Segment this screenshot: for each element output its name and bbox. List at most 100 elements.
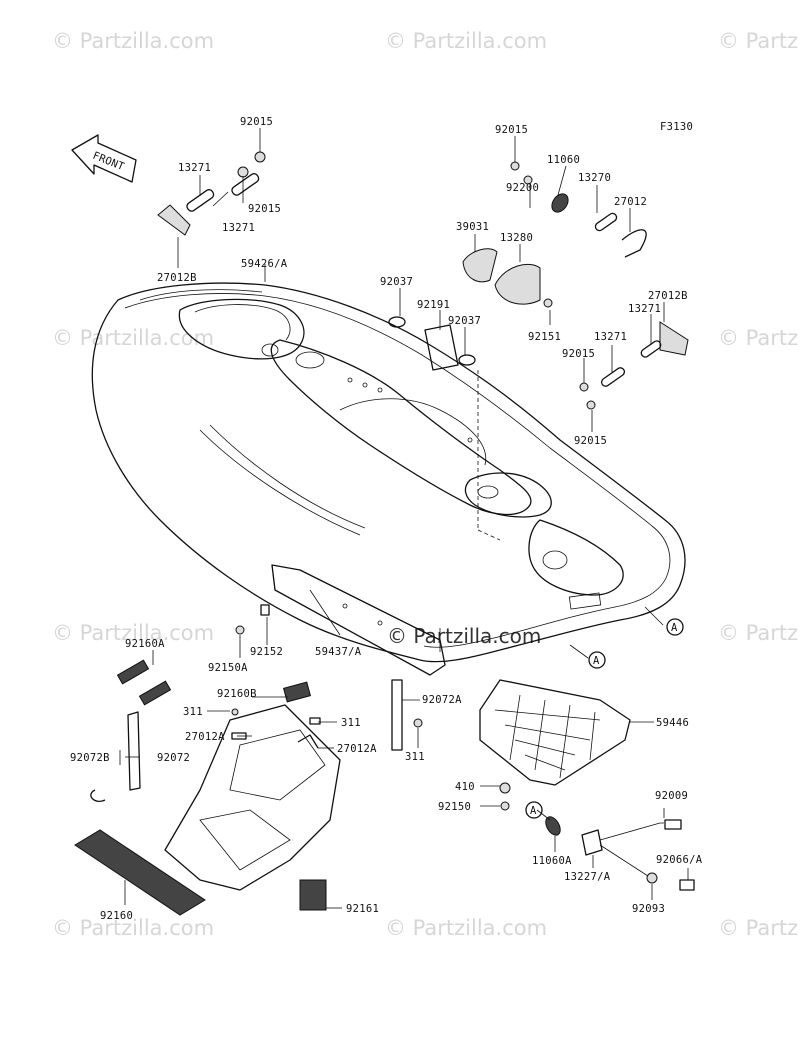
watermark-group: © Partzilla.com © Partzilla.com © Partzi…	[52, 29, 800, 940]
part-label: 11060A	[532, 855, 572, 867]
part-label: 92200	[506, 182, 539, 194]
vent-cover-icon	[462, 248, 498, 283]
part-label: 92015	[240, 116, 273, 128]
nut-icon	[413, 718, 423, 728]
part-label: 59437/A	[315, 646, 362, 658]
part-label: 39031	[456, 221, 489, 233]
part-label: 92150A	[208, 662, 248, 674]
clip-icon	[309, 717, 321, 725]
part-label: 13270	[578, 172, 611, 184]
label-sticker-icon	[299, 879, 327, 911]
plate-icon	[600, 367, 626, 387]
part-labels: 92015 13271 92015 13271 27012B 59426/A 9…	[70, 116, 702, 922]
cap-icon	[551, 193, 569, 213]
reference-markers: A A A	[525, 618, 684, 819]
part-label: 13227/A	[564, 871, 611, 883]
bolt-icon	[500, 801, 510, 811]
label-sticker-icon	[138, 680, 172, 706]
part-label: 311	[183, 706, 203, 718]
watermark: © Partzilla.com	[385, 916, 547, 940]
fitting-icon	[581, 829, 603, 856]
label-sticker-icon	[282, 681, 312, 703]
screw-icon	[543, 298, 553, 308]
leader-lines	[119, 128, 689, 909]
fasteners	[74, 151, 695, 916]
part-label: 92015	[574, 435, 607, 447]
nut-icon	[579, 382, 589, 392]
part-label: 92037	[448, 315, 481, 327]
collar-icon	[260, 604, 270, 616]
clamp-icon	[458, 354, 476, 366]
figure-code: F3130	[660, 121, 693, 133]
hose-icon	[424, 324, 459, 371]
part-label: 27012A	[337, 743, 377, 755]
hull-deck	[91, 282, 686, 663]
part-label: 92037	[380, 276, 413, 288]
part-label: 92015	[248, 203, 281, 215]
cover-icon	[659, 321, 689, 356]
storage-tray	[164, 704, 341, 891]
screw-icon	[679, 879, 695, 891]
watermark: © Partzilla.com	[718, 326, 800, 350]
part-label: 27012B	[157, 272, 197, 284]
plate-icon	[186, 189, 215, 212]
nut-icon	[510, 161, 520, 171]
watermark: © Partzilla.com	[718, 29, 800, 53]
hook-icon	[621, 229, 647, 258]
part-label: 92161	[346, 903, 379, 915]
reference-marker-label: A	[671, 622, 678, 634]
nut-icon	[586, 400, 596, 410]
part-label: 311	[341, 717, 361, 729]
center-watermark: © Partzilla.com	[387, 624, 541, 648]
reference-marker-label: A	[530, 805, 537, 817]
reference-marker	[525, 801, 543, 819]
part-label: 27012	[614, 196, 647, 208]
part-label: 92009	[655, 790, 688, 802]
washer-icon	[499, 782, 511, 794]
watermark: © Partzilla.com	[718, 916, 800, 940]
watermark: © Partzilla.com	[718, 621, 800, 645]
nut-icon	[231, 708, 239, 716]
cap-icon	[545, 816, 561, 836]
clamp-icon	[388, 316, 406, 328]
nut-icon	[237, 166, 249, 178]
strap-icon	[391, 679, 403, 751]
part-label: 92072	[157, 752, 190, 764]
clip-icon	[90, 789, 106, 802]
part-label: 92015	[562, 348, 595, 360]
watermark: © Partzilla.com	[52, 326, 214, 350]
part-label: 27012A	[185, 731, 225, 743]
part-label: 13280	[500, 232, 533, 244]
washer-icon	[523, 175, 533, 185]
part-label: 410	[455, 781, 475, 793]
part-label: 59426/A	[241, 258, 288, 270]
intake-grate	[479, 679, 631, 786]
part-label: 27012B	[648, 290, 688, 302]
part-label: 92072A	[422, 694, 462, 706]
part-label: 92191	[417, 299, 450, 311]
label-sticker-icon	[74, 829, 206, 916]
part-label: 92015	[495, 124, 528, 136]
part-label: 59446	[656, 717, 689, 729]
washer-icon	[646, 872, 658, 884]
watermark: © Partzilla.com	[52, 916, 214, 940]
part-label: 92152	[250, 646, 283, 658]
watermark: © Partzilla.com	[385, 29, 547, 53]
plate-icon	[594, 212, 618, 232]
bolt-icon	[664, 819, 682, 830]
part-label: 13271	[628, 303, 661, 315]
part-label: 92160A	[125, 638, 165, 650]
part-label: 13271	[222, 222, 255, 234]
part-label: 92093	[632, 903, 665, 915]
part-label: 92150	[438, 801, 471, 813]
part-label: 92151	[528, 331, 561, 343]
plate-icon	[640, 340, 662, 358]
part-label: 13271	[178, 162, 211, 174]
reference-marker	[666, 618, 684, 636]
vent-duct-icon	[494, 263, 541, 305]
front-arrow-icon: FRONT	[71, 134, 137, 183]
watermark: © Partzilla.com	[52, 621, 214, 645]
bracket-icon	[297, 734, 319, 749]
part-label: 92072B	[70, 752, 110, 764]
